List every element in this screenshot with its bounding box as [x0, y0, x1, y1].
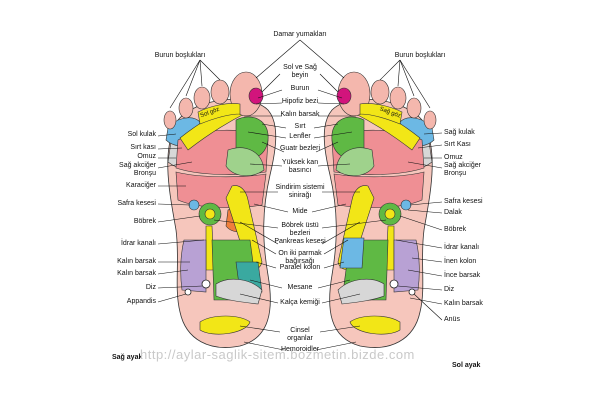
- left-anus-dot: [408, 288, 416, 296]
- right-kidney-core: [204, 208, 216, 220]
- right-blood-pressure-zone: [225, 147, 265, 177]
- watermark: http://aylar-saglik-sitem.bozmetin.bizde…: [140, 347, 415, 362]
- left-foot-title: Sol ayak: [452, 362, 481, 369]
- label-nasal-cavities-right-foot: Burun boşlukları: [154, 52, 206, 59]
- left-foot-label-8: İdrar kanalı: [444, 244, 480, 251]
- right-toe-3: [193, 86, 211, 110]
- center-label-15: Kalça kemiği: [280, 299, 320, 306]
- right-appendix-dot: [184, 288, 192, 296]
- right-foot-label-9: Kalın barsak: [117, 258, 156, 265]
- left-eye-band: [359, 103, 403, 125]
- label-nasal-cavities-left-foot: Burun boşlukları: [394, 52, 446, 59]
- left-toe-5: [423, 110, 437, 130]
- left-foot-label-9: İnen kolon: [444, 258, 477, 265]
- right-toe-5: [163, 110, 177, 130]
- left-blood-pressure-zone: [335, 147, 375, 177]
- left-descending-colon-zone: [339, 237, 365, 269]
- center-label-4: Sırt: [294, 123, 306, 130]
- left-kidney-core: [384, 208, 396, 220]
- right-foot-label-8: İdrar kanalı: [120, 240, 156, 247]
- right-foot-label-5: Karaciğer: [126, 182, 156, 189]
- left-foot-label-1: Sağ kulak: [444, 129, 475, 136]
- left-big-toe-brain: [336, 87, 352, 105]
- right-genital-zone: [199, 315, 251, 335]
- left-foot-label-2: Sırt Kası: [444, 141, 471, 148]
- left-gallbladder-zone: [400, 199, 412, 211]
- right-foot-label-2: Sırt kası: [130, 144, 156, 151]
- left-foot-label-13: Anüs: [444, 316, 460, 323]
- center-label-17: Hemoroidler: [280, 346, 320, 353]
- left-toe-4: [406, 97, 422, 119]
- center-label-1: Burun: [290, 85, 310, 92]
- left-toe-3: [389, 86, 407, 110]
- center-label-5: Lenfler: [289, 133, 311, 140]
- center-label-13: Paralel kolon: [279, 264, 321, 271]
- right-foot: [163, 71, 277, 348]
- left-foot-label-5: Safra kesesi: [444, 198, 483, 205]
- right-knee-dot: [201, 279, 211, 289]
- right-foot-label-10: Kalın barsak: [117, 270, 156, 277]
- center-label-6: Guatr bezleri: [279, 145, 321, 152]
- right-toe-2: [210, 79, 230, 105]
- right-gallbladder-zone: [188, 199, 200, 211]
- left-foot-label-11: Diz: [444, 286, 455, 293]
- left-foot-label-6: Dalak: [444, 209, 462, 216]
- right-toe-4: [178, 97, 194, 119]
- left-foot-label-3: Omuz: [444, 154, 463, 161]
- right-big-toe-brain: [248, 87, 264, 105]
- right-hip-zone: [215, 278, 263, 305]
- right-foot-title: Sağ ayak: [112, 354, 143, 361]
- left-foot-label-10: İnce barsak: [444, 272, 481, 279]
- left-hip-zone: [337, 278, 385, 305]
- right-colon-zone: [180, 239, 207, 293]
- right-foot-label-6: Safra kesesi: [117, 200, 156, 207]
- center-label-2: Hipofiz bezi: [281, 98, 319, 105]
- center-label-9: Mide: [292, 208, 308, 215]
- left-foot: [323, 71, 437, 348]
- right-foot-label-7: Böbrek: [133, 218, 156, 225]
- left-foot-label-12: Kalın barsak: [444, 300, 483, 307]
- right-foot-label-11: Diz: [145, 284, 156, 291]
- right-foot-label-12: Appandis: [126, 298, 156, 305]
- left-colon-zone: [393, 239, 420, 293]
- right-foot-label-3: Omuz: [137, 153, 156, 160]
- center-label-11: Pankreas kesesi: [274, 238, 326, 245]
- label-blood-vessel-clusters: Damar yumakları: [273, 31, 327, 38]
- leader-lines: [157, 39, 443, 351]
- center-label-3: Kalın barsak: [280, 111, 320, 118]
- left-toe-2: [370, 79, 390, 105]
- left-knee-dot: [389, 279, 399, 289]
- left-genital-zone: [349, 315, 401, 335]
- right-foot-label-1: Sol kulak: [127, 131, 156, 138]
- left-foot-label-7: Böbrek: [444, 226, 467, 233]
- center-label-14: Mesane: [287, 284, 313, 291]
- right-eye-band: [197, 103, 241, 125]
